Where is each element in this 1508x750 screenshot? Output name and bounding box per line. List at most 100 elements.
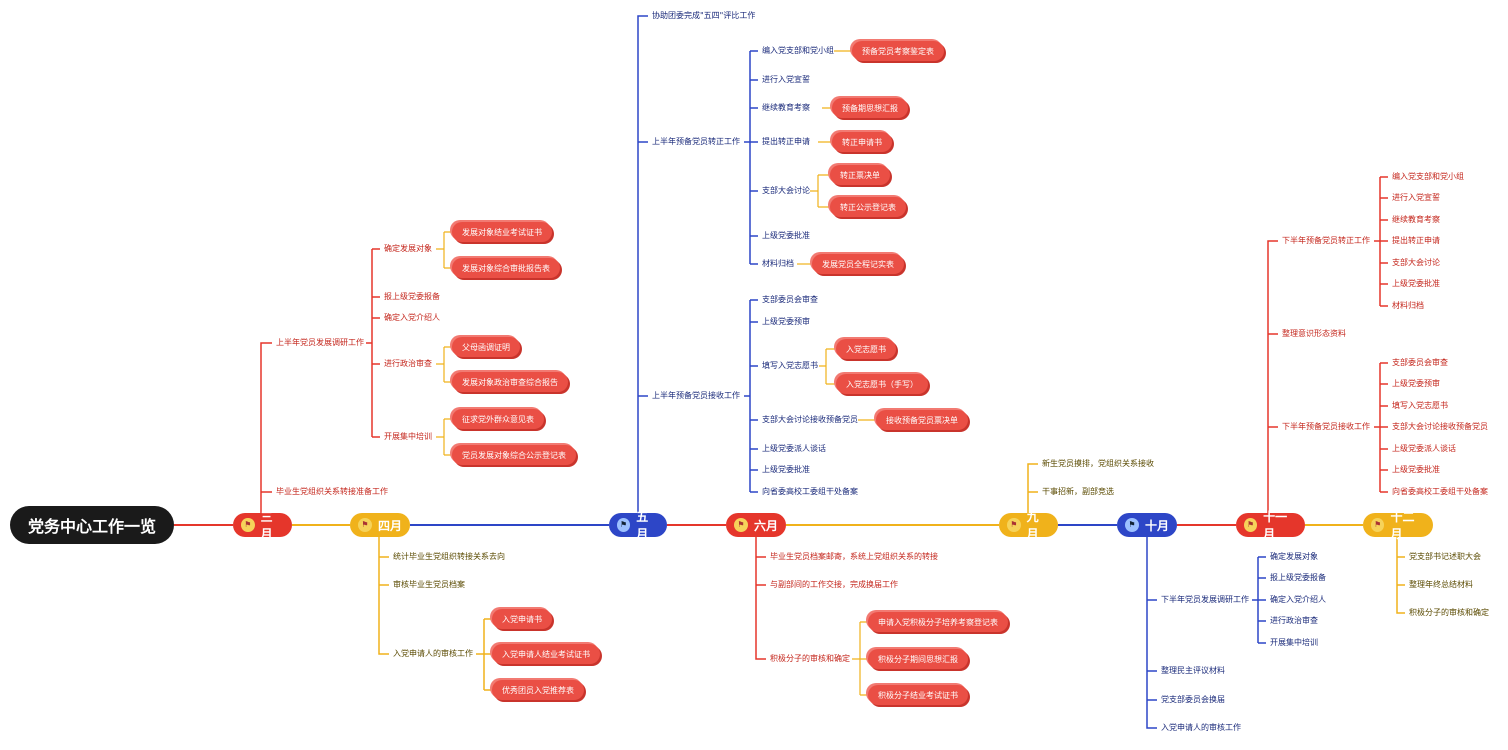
doc-badge[interactable]: 预备期思想汇报 bbox=[832, 98, 908, 118]
doc-badge[interactable]: 优秀团员入党推荐表 bbox=[492, 680, 584, 700]
nov-item[interactable]: 上级党委预审 bbox=[1392, 379, 1440, 388]
oct-item[interactable]: 党支部委员会换届 bbox=[1161, 695, 1225, 704]
apr-item[interactable]: 入党申请人的审核工作 bbox=[393, 649, 473, 658]
may-item[interactable]: 上级党委派人谈话 bbox=[762, 444, 826, 453]
doc-badge[interactable]: 入党志愿书（手写） bbox=[836, 374, 928, 394]
flag-icon: ⚑ bbox=[1244, 518, 1258, 532]
may-item[interactable]: 上级党委批准 bbox=[762, 465, 810, 474]
doc-badge[interactable]: 发展对象政治审查综合报告 bbox=[452, 372, 568, 392]
oct-item[interactable]: 入党申请人的审核工作 bbox=[1161, 723, 1241, 732]
month-june[interactable]: ⚑六月 bbox=[726, 513, 786, 537]
month-december[interactable]: ⚑十二月 bbox=[1363, 510, 1433, 541]
may-item[interactable]: 材料归档 bbox=[762, 259, 794, 268]
month-label: 三月 bbox=[260, 510, 273, 541]
month-april[interactable]: ⚑四月 bbox=[350, 513, 410, 537]
nov-branch-2[interactable]: 整理意识形态资料 bbox=[1282, 329, 1346, 338]
doc-badge[interactable]: 预备党员考察鉴定表 bbox=[852, 41, 944, 61]
oct-item[interactable]: 报上级党委报备 bbox=[1270, 573, 1326, 582]
jun-item[interactable]: 毕业生党员档案邮寄，系统上党组织关系的转接 bbox=[770, 552, 938, 561]
doc-badge[interactable]: 发展对象综合审批报告表 bbox=[452, 258, 560, 278]
nov-branch-3[interactable]: 下半年预备党员接收工作 bbox=[1282, 422, 1370, 431]
nov-item[interactable]: 向省委高校工委组干处备案 bbox=[1392, 487, 1488, 496]
dec-item[interactable]: 党支部书记述职大会 bbox=[1409, 552, 1481, 561]
mar-branch-1[interactable]: 上半年党员发展调研工作 bbox=[276, 338, 364, 347]
doc-badge[interactable]: 征求党外群众意见表 bbox=[452, 409, 544, 429]
nov-item[interactable]: 支部大会讨论接收预备党员 bbox=[1392, 422, 1488, 431]
nov-branch-1[interactable]: 下半年预备党员转正工作 bbox=[1282, 236, 1370, 245]
nov-item[interactable]: 支部大会讨论 bbox=[1392, 258, 1440, 267]
may-item[interactable]: 上级党委批准 bbox=[762, 231, 810, 240]
mar-item[interactable]: 进行政治审查 bbox=[384, 359, 432, 368]
doc-badge[interactable]: 党员发展对象综合公示登记表 bbox=[452, 445, 576, 465]
nov-item[interactable]: 支部委员会审查 bbox=[1392, 358, 1448, 367]
apr-item[interactable]: 审核毕业生党员档案 bbox=[393, 580, 465, 589]
oct-item[interactable]: 开展集中培训 bbox=[1270, 638, 1318, 647]
jun-item[interactable]: 与副部间的工作交接，完成换届工作 bbox=[770, 580, 898, 589]
flag-icon: ⚑ bbox=[358, 518, 372, 532]
may-branch-1[interactable]: 上半年预备党员转正工作 bbox=[652, 137, 740, 146]
month-label: 十二月 bbox=[1390, 510, 1415, 541]
doc-badge[interactable]: 发展党员全程记实表 bbox=[812, 254, 904, 274]
flag-icon: ⚑ bbox=[617, 518, 631, 532]
may-item[interactable]: 填写入党志愿书 bbox=[762, 361, 818, 370]
doc-badge[interactable]: 接收预备党员票决单 bbox=[876, 410, 968, 430]
apr-item[interactable]: 统计毕业生党组织转接关系去向 bbox=[393, 552, 505, 561]
doc-badge[interactable]: 入党申请书 bbox=[492, 609, 552, 629]
oct-item[interactable]: 进行政治审查 bbox=[1270, 616, 1318, 625]
nov-item[interactable]: 填写入党志愿书 bbox=[1392, 401, 1448, 410]
may-item[interactable]: 编入党支部和党小组 bbox=[762, 46, 834, 55]
doc-badge[interactable]: 转正申请书 bbox=[832, 132, 892, 152]
month-march[interactable]: ⚑ 三月 bbox=[233, 510, 292, 541]
nov-item[interactable]: 进行入党宣誓 bbox=[1392, 193, 1440, 202]
may-item[interactable]: 继续教育考察 bbox=[762, 103, 810, 112]
nov-item[interactable]: 编入党支部和党小组 bbox=[1392, 172, 1464, 181]
nov-item[interactable]: 上级党委派人谈话 bbox=[1392, 444, 1456, 453]
may-top-item[interactable]: 协助团委完成"五四"评比工作 bbox=[652, 11, 756, 20]
flag-icon: ⚑ bbox=[1125, 518, 1139, 532]
may-item[interactable]: 上级党委预审 bbox=[762, 317, 810, 326]
nov-item[interactable]: 提出转正申请 bbox=[1392, 236, 1440, 245]
oct-item[interactable]: 确定入党介绍人 bbox=[1270, 595, 1326, 604]
sep-item[interactable]: 新生党员摸排，党组织关系接收 bbox=[1042, 459, 1154, 468]
sep-item[interactable]: 干事招新，副部竞选 bbox=[1042, 487, 1114, 496]
mar-item[interactable]: 确定发展对象 bbox=[384, 244, 432, 253]
nov-item[interactable]: 上级党委批准 bbox=[1392, 465, 1440, 474]
doc-badge[interactable]: 积极分子期间思想汇报 bbox=[868, 649, 968, 669]
flag-icon: ⚑ bbox=[241, 518, 255, 532]
root-title[interactable]: 党务中心工作一览 bbox=[10, 506, 174, 544]
may-item[interactable]: 支部大会讨论 bbox=[762, 186, 810, 195]
may-item[interactable]: 向省委高校工委组干处备案 bbox=[762, 487, 858, 496]
may-item[interactable]: 进行入党宣誓 bbox=[762, 75, 810, 84]
nov-item[interactable]: 材料归档 bbox=[1392, 301, 1424, 310]
mar-item[interactable]: 开展集中培训 bbox=[384, 432, 432, 441]
oct-item[interactable]: 确定发展对象 bbox=[1270, 552, 1318, 561]
nov-item[interactable]: 上级党委批准 bbox=[1392, 279, 1440, 288]
doc-badge[interactable]: 申请入党积极分子培养考察登记表 bbox=[868, 612, 1008, 632]
mar-item[interactable]: 确定入党介绍人 bbox=[384, 313, 440, 322]
dec-item[interactable]: 整理年终总结材料 bbox=[1409, 580, 1473, 589]
doc-badge[interactable]: 入党申请人结业考试证书 bbox=[492, 644, 600, 664]
may-item[interactable]: 提出转正申请 bbox=[762, 137, 810, 146]
may-item[interactable]: 支部大会讨论接收预备党员 bbox=[762, 415, 858, 424]
doc-badge[interactable]: 发展对象结业考试证书 bbox=[452, 222, 552, 242]
doc-badge[interactable]: 转正公示登记表 bbox=[830, 197, 906, 217]
dec-item[interactable]: 积极分子的审核和确定 bbox=[1409, 608, 1489, 617]
doc-badge[interactable]: 积极分子结业考试证书 bbox=[868, 685, 968, 705]
mar-branch-2[interactable]: 毕业生党组织关系转接准备工作 bbox=[276, 487, 388, 496]
may-branch-2[interactable]: 上半年预备党员接收工作 bbox=[652, 391, 740, 400]
oct-branch-1[interactable]: 下半年党员发展调研工作 bbox=[1161, 595, 1249, 604]
flag-icon: ⚑ bbox=[734, 518, 748, 532]
doc-badge[interactable]: 转正票决单 bbox=[830, 165, 890, 185]
oct-item[interactable]: 整理民主评议材料 bbox=[1161, 666, 1225, 675]
doc-badge[interactable]: 父母函调证明 bbox=[452, 337, 520, 357]
month-september[interactable]: ⚑九月 bbox=[999, 510, 1058, 541]
mar-item[interactable]: 报上级党委报备 bbox=[384, 292, 440, 301]
doc-badge[interactable]: 入党志愿书 bbox=[836, 339, 896, 359]
may-item[interactable]: 支部委员会审查 bbox=[762, 295, 818, 304]
jun-item[interactable]: 积极分子的审核和确定 bbox=[770, 654, 850, 663]
month-november[interactable]: ⚑十一月 bbox=[1236, 510, 1305, 541]
month-may[interactable]: ⚑五月 bbox=[609, 510, 667, 541]
month-october[interactable]: ⚑十月 bbox=[1117, 513, 1177, 537]
nov-item[interactable]: 继续教育考察 bbox=[1392, 215, 1440, 224]
